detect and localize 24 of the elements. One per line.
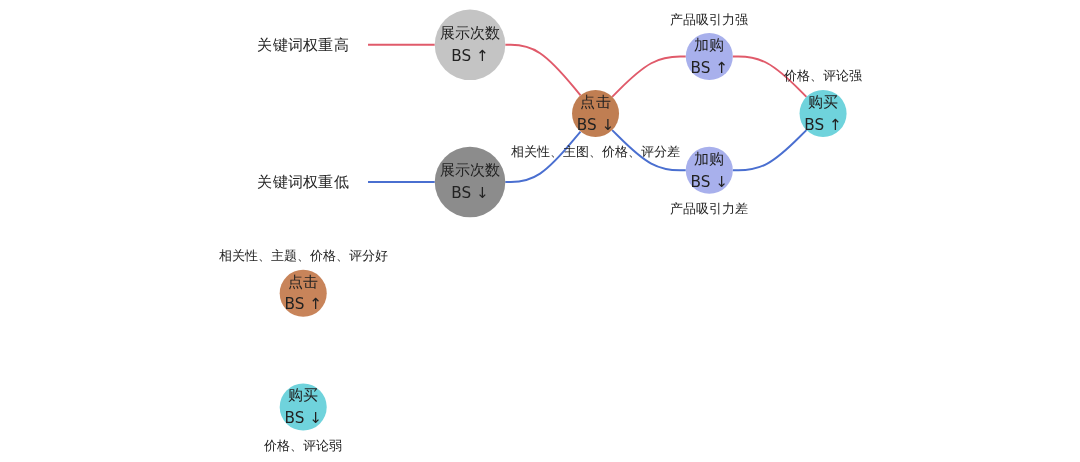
node-caption: 产品吸引力差	[670, 200, 749, 216]
connector	[611, 55, 687, 98]
node-circle: 加购 BS ↓	[685, 146, 733, 194]
connector	[731, 55, 808, 98]
node-caption: 产品吸引力强	[670, 11, 749, 27]
node-circle: 点击 BS ↓	[572, 89, 620, 137]
connector	[504, 130, 582, 184]
connector	[367, 181, 436, 184]
connector	[731, 129, 808, 172]
node-circle: 购买 BS ↑	[799, 89, 847, 137]
node-circle: 购买 BS ↓	[279, 383, 327, 431]
connector	[504, 43, 582, 97]
connector	[367, 43, 436, 46]
node-caption: 价格、评论强	[784, 68, 863, 84]
node-text: 关键词权重高	[257, 35, 349, 54]
node-circle: 展示次数 BS ↑	[434, 9, 506, 81]
node-text: 关键词权重低	[257, 172, 349, 191]
node-circle: 加购 BS ↑	[685, 33, 733, 81]
node-caption: 相关性、主题、价格、评分好	[218, 248, 388, 264]
node-caption: 价格、评论弱	[264, 437, 343, 453]
node-circle: 点击 BS ↑	[279, 269, 327, 317]
connector	[611, 129, 687, 172]
node-circle: 展示次数 BS ↓	[434, 146, 506, 218]
node-caption: 相关性、主图、价格、评分差	[511, 144, 681, 159]
